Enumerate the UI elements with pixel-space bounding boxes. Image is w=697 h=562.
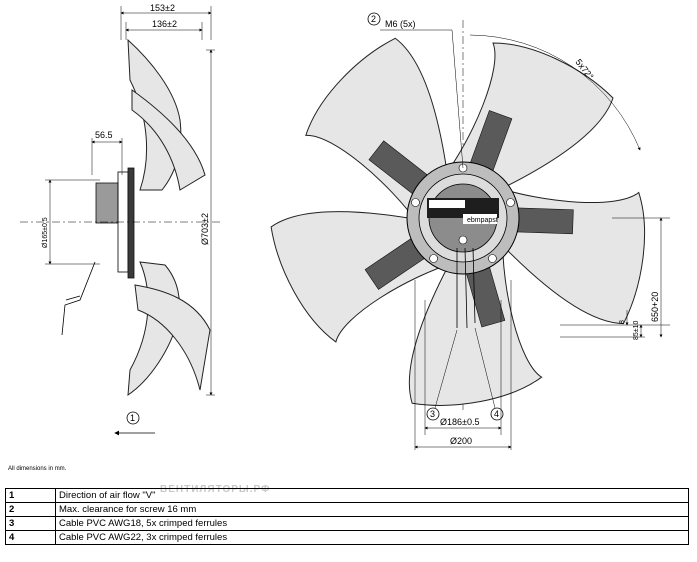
legend-row: 1 Direction of air flow "V" bbox=[5, 488, 689, 503]
dim-blade-dia: Ø703±2 bbox=[200, 213, 210, 245]
legend-num: 4 bbox=[5, 530, 56, 545]
legend-row: 2 Max. clearance for screw 16 mm bbox=[5, 502, 689, 517]
callout-1 bbox=[126, 411, 140, 425]
dim-hub-offset: 56.5 bbox=[95, 130, 113, 140]
front-view: ebmpapst 2 M6 (5x) 5x72° bbox=[270, 12, 670, 450]
legend-num: 3 bbox=[5, 516, 56, 531]
fan-blade-3 bbox=[408, 237, 543, 406]
legend-num: 1 bbox=[5, 488, 56, 503]
mount-thread: M6 (5x) bbox=[385, 19, 416, 29]
callout-2 bbox=[367, 12, 381, 26]
callout-4 bbox=[490, 407, 504, 421]
legend-text: Direction of air flow "V" bbox=[55, 488, 689, 503]
callout-2-label: 2 bbox=[371, 14, 376, 24]
dim-overall-depth: 153±2 bbox=[150, 3, 175, 13]
legend-row: 3 Cable PVC AWG18, 5x crimped ferrules bbox=[5, 516, 689, 531]
dim-650: 650+20 bbox=[650, 292, 660, 322]
legend-text: Cable PVC AWG22, 3x crimped ferrules bbox=[55, 530, 689, 545]
brand-label: ebmpapst bbox=[467, 217, 498, 224]
dim-200: Ø200 bbox=[450, 436, 472, 446]
dim-depth: 136±2 bbox=[152, 19, 177, 29]
technical-drawing: 153±2 136±2 56.5 Ø165±0.5 Ø703±2 bbox=[20, 3, 670, 450]
callout-3 bbox=[426, 407, 440, 421]
callout-4-label: 4 bbox=[494, 409, 499, 419]
side-view: 153±2 136±2 56.5 Ø165±0.5 Ø703±2 bbox=[20, 3, 220, 436]
legend-table: 1 Direction of air flow "V" 2 Max. clear… bbox=[5, 488, 689, 545]
legend-row: 4 Cable PVC AWG22, 3x crimped ferrules bbox=[5, 530, 689, 545]
legend-text: Cable PVC AWG18, 5x crimped ferrules bbox=[55, 516, 689, 531]
dim-186: Ø186±0.5 bbox=[440, 417, 479, 427]
legend-text: Max. clearance for screw 16 mm bbox=[55, 502, 689, 517]
dimensions-note: All dimensions in mm. bbox=[8, 466, 67, 472]
dim-8: 8 bbox=[619, 320, 626, 324]
callout-3-label: 3 bbox=[430, 409, 435, 419]
callout-1-label: 1 bbox=[130, 413, 135, 423]
dim-85: 85±10 bbox=[633, 320, 640, 340]
legend-num: 2 bbox=[5, 502, 56, 517]
dim-flange-dia: Ø165±0.5 bbox=[42, 217, 49, 248]
motor-cover bbox=[95, 182, 119, 224]
